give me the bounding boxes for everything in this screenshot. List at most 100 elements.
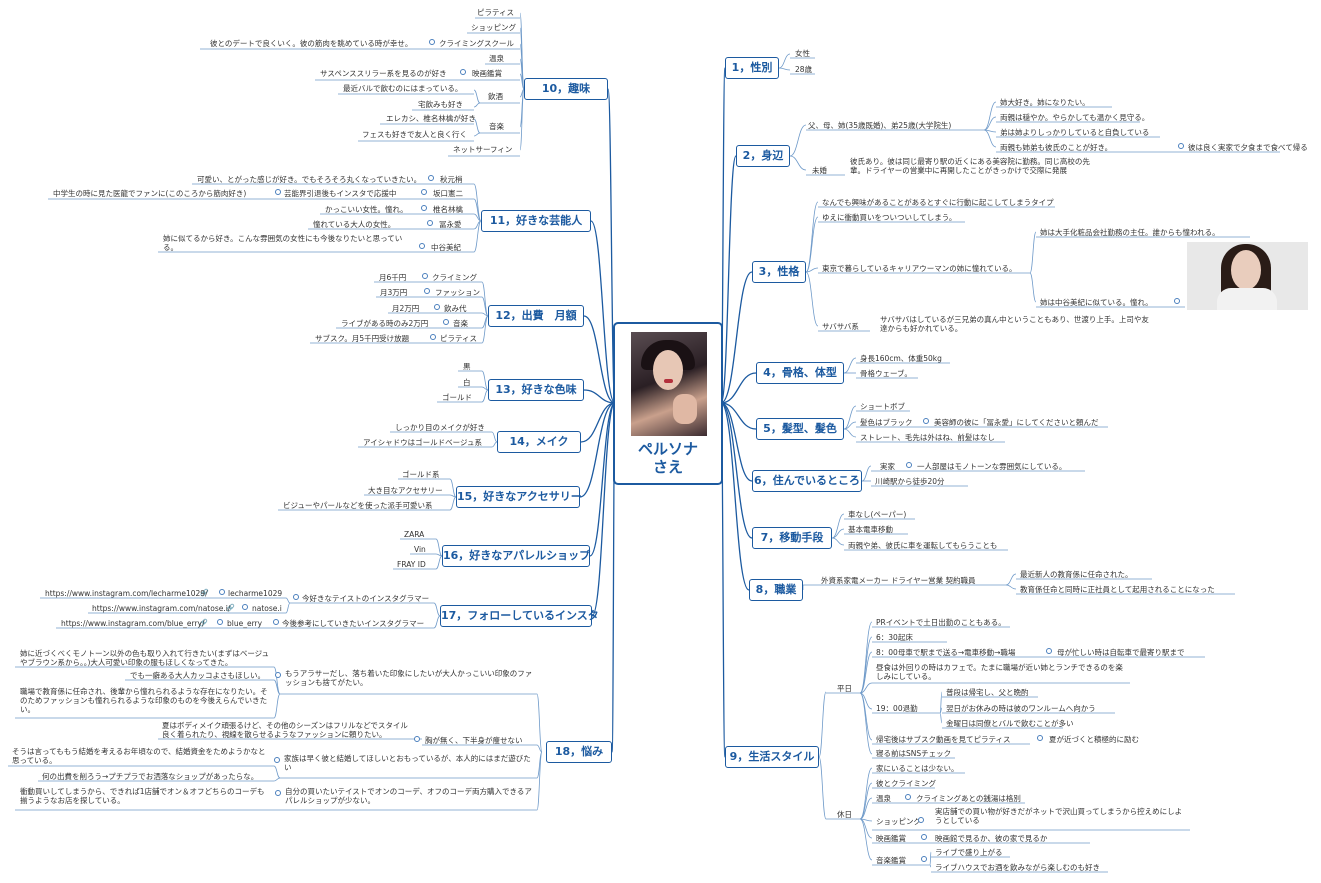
branch-b14[interactable]: 14，メイク (497, 431, 581, 453)
node-n9a51[interactable]: 普段は帰宅し、父と晩酌 (946, 688, 1029, 697)
node-n1a[interactable]: 女性 (795, 49, 810, 58)
node-n11c1[interactable]: かっこいい女性。憧れ。 (325, 205, 408, 214)
node-n17a1u[interactable]: https://www.instagram.com/lecharme1029/ (45, 589, 208, 598)
node-n3b[interactable]: ゆえに衝動買いをついついしてしまう。 (822, 213, 957, 222)
node-n17a2u[interactable]: https://www.instagram.com/natose.i/ (92, 604, 231, 613)
node-n1b[interactable]: 28歳 (795, 65, 813, 74)
node-n5b[interactable]: 髪色はブラック (860, 418, 913, 427)
node-n10e[interactable]: 映画鑑賞 (472, 69, 502, 78)
branch-b7[interactable]: 7，移動手段 (752, 527, 832, 549)
node-n4b[interactable]: 骨格ウェーブ。 (860, 369, 912, 378)
node-n2a4x[interactable]: 彼は良く実家で夕食まで食べて帰る (1188, 143, 1308, 152)
node-n10h[interactable]: ネットサーフィン (453, 145, 513, 154)
branch-b13[interactable]: 13，好きな色味 (488, 379, 584, 401)
node-n11e1[interactable]: 姉に似てるから好き。こんな雰囲気の女性にも今後なりたいと思っている。 (163, 234, 403, 252)
node-n7b[interactable]: 基本電車移動 (848, 525, 893, 534)
node-n6a[interactable]: 実家 (880, 462, 895, 471)
node-n11d1[interactable]: 憧れている大人の女性。 (313, 220, 396, 229)
node-n18b1[interactable]: 夏はボディメイク頑張るけど、その他のシーズンはフリルなどでスタイル良く着られたり… (162, 721, 408, 739)
node-n5a[interactable]: ショートボブ (860, 402, 905, 411)
node-n7c[interactable]: 両親や弟、彼氏に車を運転してもらうことも (848, 541, 998, 550)
node-n14a[interactable]: しっかり目のメイクが好き (395, 423, 485, 432)
node-n13c[interactable]: ゴールド (442, 393, 472, 402)
node-n12c[interactable]: 飲み代 (444, 304, 467, 313)
node-n11a[interactable]: 秋元梢 (440, 175, 463, 184)
node-n18c1[interactable]: そうは言ってももう結婚を考えるお年頃なので、結婚資金をためようかなと思っている。 (12, 747, 266, 765)
node-n16b[interactable]: Vin (414, 545, 426, 554)
node-n9b2[interactable]: 温泉 (876, 794, 891, 803)
node-n12b[interactable]: ファッション (435, 288, 480, 297)
node-n13b[interactable]: 白 (463, 378, 471, 387)
node-n10c1[interactable]: 彼とのデートで良くいく。彼の筋肉を眺めている時が幸せ。 (210, 39, 413, 48)
node-n15c[interactable]: ビジューやパールなどを使った派手可愛い系 (283, 501, 433, 510)
node-n17b1u[interactable]: https://www.instagram.com/blue_erry/ (61, 619, 205, 628)
node-n3a[interactable]: なんでも興味があることがあるとすぐに行動に起こしてしまうタイプ (822, 198, 1054, 207)
branch-b17[interactable]: 17，フォローしているインスタ (440, 605, 599, 627)
node-n9b4[interactable]: 映画鑑賞 (876, 834, 906, 843)
node-n10g2[interactable]: フェスも好きで友人と良く行く (362, 130, 467, 139)
node-n12a[interactable]: クライミング (432, 273, 477, 282)
branch-b10[interactable]: 10，趣味 (524, 78, 608, 100)
node-n6a1[interactable]: 一人部屋はモノトーンな雰囲気にしている。 (917, 462, 1067, 471)
node-n2b[interactable]: 未婚 (812, 166, 827, 175)
node-n15a[interactable]: ゴールド系 (402, 470, 440, 479)
node-n9a6x[interactable]: 夏が近づくと積極的に励む (1049, 735, 1139, 744)
node-n17a1[interactable]: lecharme1029 (228, 589, 283, 598)
node-n11b2[interactable]: 芸能界引退後もインスタで応援中 (284, 189, 397, 198)
node-n9a6[interactable]: 帰宅後はサブスク動画を見てピラティス (876, 735, 1011, 744)
node-n9b5[interactable]: 音楽鑑賞 (876, 856, 906, 865)
node-n7a[interactable]: 車なし(ペーパー) (848, 510, 907, 519)
node-n9b1[interactable]: 彼とクライミング (876, 779, 936, 788)
node-n9b3x[interactable]: 実店舗での買い物が好きだがネットで沢山買ってしまうから控えめにしようとしている (935, 807, 1183, 825)
node-n18a2[interactable]: でも一癖ある大人カッコよさもほしい。 (130, 671, 265, 680)
node-n9a4[interactable]: 昼食は外回りの時はカフェで。たまに職場が近い姉とランチできるのを楽しみにしている… (876, 663, 1123, 681)
node-n13a[interactable]: 黒 (463, 362, 471, 371)
node-n9b[interactable]: 休日 (837, 810, 852, 819)
node-n14b[interactable]: アイシャドウはゴールドベージュ系 (363, 438, 482, 447)
branch-b6[interactable]: 6，住んでいるところ (752, 470, 862, 492)
node-n9a53[interactable]: 金曜日は同僚とバルで飲むことが多い (946, 719, 1074, 728)
node-n10c[interactable]: クライミングスクール (439, 39, 514, 48)
node-n2a2[interactable]: 両親は穏やか。やらかしても温かく見守る。 (1000, 113, 1150, 122)
node-n18b[interactable]: 胸が無く、下半身が痩せない (425, 736, 523, 745)
node-n12d1[interactable]: ライブがある時のみ2万円 (341, 319, 429, 328)
node-n3c2[interactable]: 姉は中谷美紀に似ている。憧れ。 (1040, 298, 1153, 307)
node-n10d[interactable]: 温泉 (489, 54, 504, 63)
node-n2a3[interactable]: 弟は姉よりしっかりしていると自負している (1000, 128, 1150, 137)
node-n2a1[interactable]: 姉大好き。姉になりたい。 (1000, 98, 1090, 107)
node-n18a3[interactable]: 職場で教育係に任命され、後輩から憧れられるような存在になりたい。そのためファッシ… (20, 687, 268, 714)
node-n2a4[interactable]: 両親も姉弟も彼氏のことが好き。 (1000, 143, 1113, 152)
node-n12d[interactable]: 音楽 (453, 319, 468, 328)
node-n17a[interactable]: 今好きなテイストのインスタグラマー (302, 594, 430, 603)
node-n15b[interactable]: 大き目なアクセサリー (368, 486, 443, 495)
node-n8a[interactable]: 外資系家電メーカー ドライヤー営業 契約職員 (821, 576, 976, 585)
node-n9b4x[interactable]: 映画館で見るか、彼の家で見るか (935, 834, 1048, 843)
node-n17b[interactable]: 今後参考にしていきたいインスタグラマー (282, 619, 425, 628)
node-n3c1[interactable]: 姉は大手化粧品会社勤務の主任。誰からも憧われる。 (1040, 228, 1220, 237)
node-n6b[interactable]: 川崎駅から徒歩20分 (875, 477, 945, 486)
node-n2b1[interactable]: 彼氏あり。彼は同じ最寄り駅の近くにある美容院に勤務。同じ高校の先輩。ドライヤーの… (850, 157, 1090, 175)
node-n12b1[interactable]: 月3万円 (380, 288, 408, 297)
node-n16c[interactable]: FRAY ID (397, 560, 426, 569)
node-n16a[interactable]: ZARA (404, 530, 425, 539)
node-n3d[interactable]: サバサバ系 (822, 322, 859, 331)
node-n9a52[interactable]: 翌日がお休みの時は彼のワンルームへ向かう (946, 704, 1096, 713)
branch-b9[interactable]: 9，生活スタイル (725, 746, 819, 768)
node-n18c[interactable]: 家族は早く彼と結婚してほしいとおもっているが、本人的にはまだ遊びたい (284, 754, 531, 772)
node-n3d1[interactable]: サバサバはしているが三兄弟の真ん中ということもあり、世渡り上手。上司や友達からも… (880, 315, 1149, 333)
node-n9b52[interactable]: ライブハウスでお酒を飲みながら楽しむのも好き (935, 863, 1100, 872)
node-n9b51[interactable]: ライブで盛り上がる (935, 848, 1003, 857)
node-n9a3[interactable]: 8：00母車で駅まで送る→電車移動→職場 (876, 648, 1016, 657)
node-n12c1[interactable]: 月2万円 (392, 304, 420, 313)
node-n18c2[interactable]: 何の出費を削ろう→プチプラでお洒落なショップがあったらな。 (42, 772, 259, 781)
branch-b2[interactable]: 2，身辺 (736, 145, 790, 167)
node-n11a1[interactable]: 可愛い、とがった感じが好き。でもそろそろ丸くなっていきたい。 (197, 175, 422, 184)
node-n10f1[interactable]: 最近バルで飲むのにはまっている。 (343, 84, 463, 93)
node-n10e1[interactable]: サスペンススリラー系を見るのが好き (320, 69, 447, 78)
node-n17b1[interactable]: blue_erry (227, 619, 263, 628)
branch-b12[interactable]: 12，出費 月額 (488, 305, 584, 327)
branch-b18[interactable]: 18，悩み (546, 741, 612, 763)
node-n9a3x[interactable]: 母が忙しい時は自転車で最寄り駅まで (1057, 648, 1185, 657)
node-n9a7[interactable]: 寝る前はSNSチェック (876, 749, 952, 758)
node-n12e[interactable]: ピラティス (440, 334, 478, 343)
